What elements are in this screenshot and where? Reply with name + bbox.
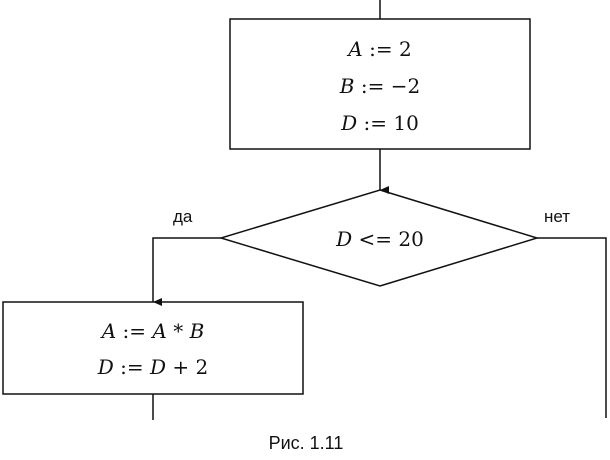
decision-condition: D <= 20 (335, 227, 424, 251)
loop-line-a: A := A * B (100, 319, 205, 343)
loop-line-d: D := D + 2 (97, 355, 209, 379)
init-line-a: A := 2 (346, 37, 411, 61)
decision-diamond (218, 189, 540, 287)
figure-caption: Рис. 1.11 (269, 433, 344, 453)
no-branch-label: нет (544, 207, 570, 226)
loop-block (2, 301, 304, 395)
no-branch-line (537, 237, 607, 418)
yes-branch-arrow (152, 237, 221, 306)
init-line-d: D := 10 (340, 111, 419, 135)
yes-branch-label: да (173, 207, 193, 226)
init-line-b: B := −2 (339, 74, 420, 98)
